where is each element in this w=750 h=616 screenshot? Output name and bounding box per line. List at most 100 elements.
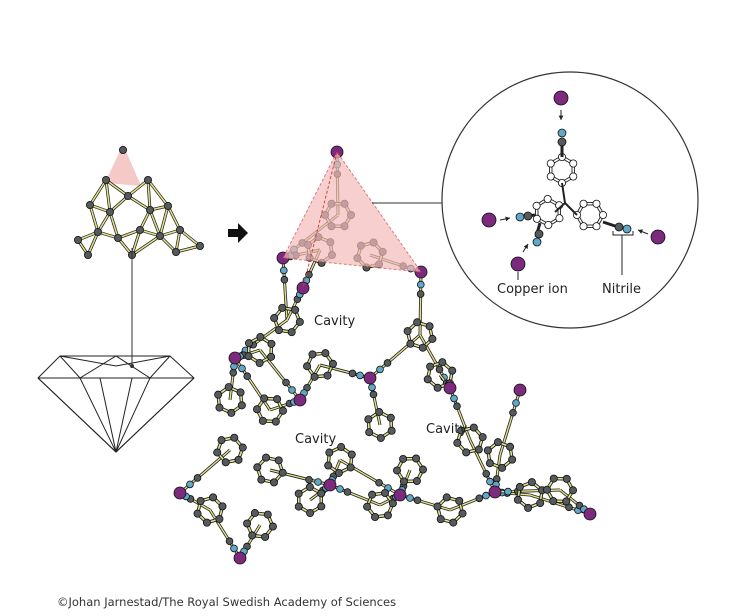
carbon-atom	[515, 482, 524, 491]
carbon-atom	[383, 359, 392, 367]
carbon-atom	[543, 195, 552, 204]
nitrogen-atom	[376, 365, 384, 374]
carbon-atom	[469, 423, 478, 432]
carbon-atom	[253, 463, 262, 472]
carbon-atom	[592, 199, 601, 208]
carbon-atom	[209, 493, 218, 502]
copper-ion	[553, 90, 569, 106]
carbon-atom	[227, 408, 236, 417]
copper-ion-label: Copper ion	[497, 282, 568, 297]
carbon-atom	[243, 519, 252, 528]
nitrogen-atom	[486, 477, 494, 486]
carbon-atom	[271, 417, 280, 426]
nitrile-bracket	[612, 231, 634, 275]
connector-dot	[130, 364, 134, 368]
carbon-atom	[295, 317, 304, 326]
carbon-atom	[599, 210, 608, 219]
carbon-atom	[253, 405, 262, 414]
carbon-atom	[294, 502, 303, 511]
copper-ion	[173, 486, 187, 500]
diamond-lattice	[74, 144, 204, 259]
nitrogen-atom	[368, 383, 376, 392]
carbon-atom	[365, 428, 374, 437]
carbon-atom	[375, 478, 383, 487]
carbon-atom	[84, 250, 93, 259]
copper-ion	[233, 551, 247, 565]
carbon-atom	[579, 199, 588, 208]
carbon-atom	[513, 495, 522, 504]
carbon-atom	[218, 502, 227, 511]
arrow-icon	[505, 216, 510, 222]
nitrogen-atom	[515, 212, 525, 222]
carbon-atom	[383, 511, 392, 520]
cavity-label: Cavity	[426, 422, 467, 437]
carbon-atom	[380, 488, 389, 497]
carbon-atom	[462, 448, 471, 457]
nitrogen-atom	[238, 364, 246, 373]
carbon-atom	[229, 368, 238, 377]
carbon-atom	[412, 454, 421, 463]
nitrogen-atom	[406, 494, 414, 502]
carbon-atom	[412, 477, 421, 486]
arrow-icon	[558, 115, 564, 120]
carbon-atom	[195, 241, 204, 250]
carbon-atom	[321, 349, 330, 358]
carbon-atom	[569, 159, 578, 168]
nitrogen-atom	[416, 280, 425, 289]
carbon-atom	[543, 485, 552, 494]
carbon-atom	[442, 493, 451, 502]
nitrogen-atom	[482, 491, 490, 500]
carbon-atom	[171, 247, 180, 256]
carbon-atom	[399, 477, 408, 486]
carbon-atom	[534, 229, 544, 239]
carbon-atom	[163, 201, 172, 210]
carbon-atom	[287, 328, 296, 337]
carbon-atom	[478, 433, 487, 442]
image-credit: ©Johan Jarnestad/The Royal Swedish Acade…	[57, 595, 397, 609]
copper-ion	[583, 507, 597, 521]
carbon-atom	[175, 225, 184, 234]
carbon-atom	[457, 426, 466, 435]
carbon-atom	[416, 290, 425, 298]
carbon-atom	[305, 475, 313, 484]
carbon-atom	[557, 137, 567, 147]
carbon-atom	[413, 318, 422, 327]
carbon-atom	[483, 446, 492, 455]
carbon-atom	[328, 359, 337, 368]
carbon-atom	[250, 509, 259, 518]
carbon-atom	[455, 496, 464, 505]
carbon-atom	[562, 497, 571, 506]
carbon-atom	[280, 275, 289, 284]
carbon-atom	[262, 453, 271, 462]
carbon-atom	[268, 522, 277, 531]
carbon-atom	[255, 358, 264, 367]
inset-circle	[441, 71, 699, 329]
nitrogen-atom	[504, 487, 512, 496]
nitrogen-atom	[356, 371, 364, 380]
carbon-atom	[270, 314, 279, 323]
carbon-atom	[508, 455, 517, 464]
copper-ion	[323, 478, 337, 492]
carbon-atom	[418, 465, 427, 474]
carbon-atom	[274, 326, 283, 335]
carbon-atom	[274, 456, 283, 465]
carbon-atom	[145, 205, 154, 214]
copper-ion	[650, 229, 666, 245]
nitrogen-atom	[557, 128, 567, 138]
carbon-atom	[260, 394, 269, 403]
carbon-atom	[243, 372, 252, 381]
carbon-atom	[193, 509, 202, 518]
carbon-atom	[325, 448, 334, 457]
carbon-atom	[215, 403, 224, 412]
carbon-atom	[509, 408, 517, 417]
copper-ion	[393, 488, 407, 502]
carbon-atom	[614, 222, 624, 232]
carbon-atom	[337, 443, 346, 452]
carbon-atom	[493, 438, 502, 447]
arrow-icon	[638, 229, 643, 234]
carbon-atom	[346, 463, 355, 472]
carbon-atom	[433, 502, 442, 511]
nitrogen-atom	[279, 266, 288, 275]
carbon-atom	[436, 515, 445, 524]
carbon-atom	[155, 231, 164, 240]
